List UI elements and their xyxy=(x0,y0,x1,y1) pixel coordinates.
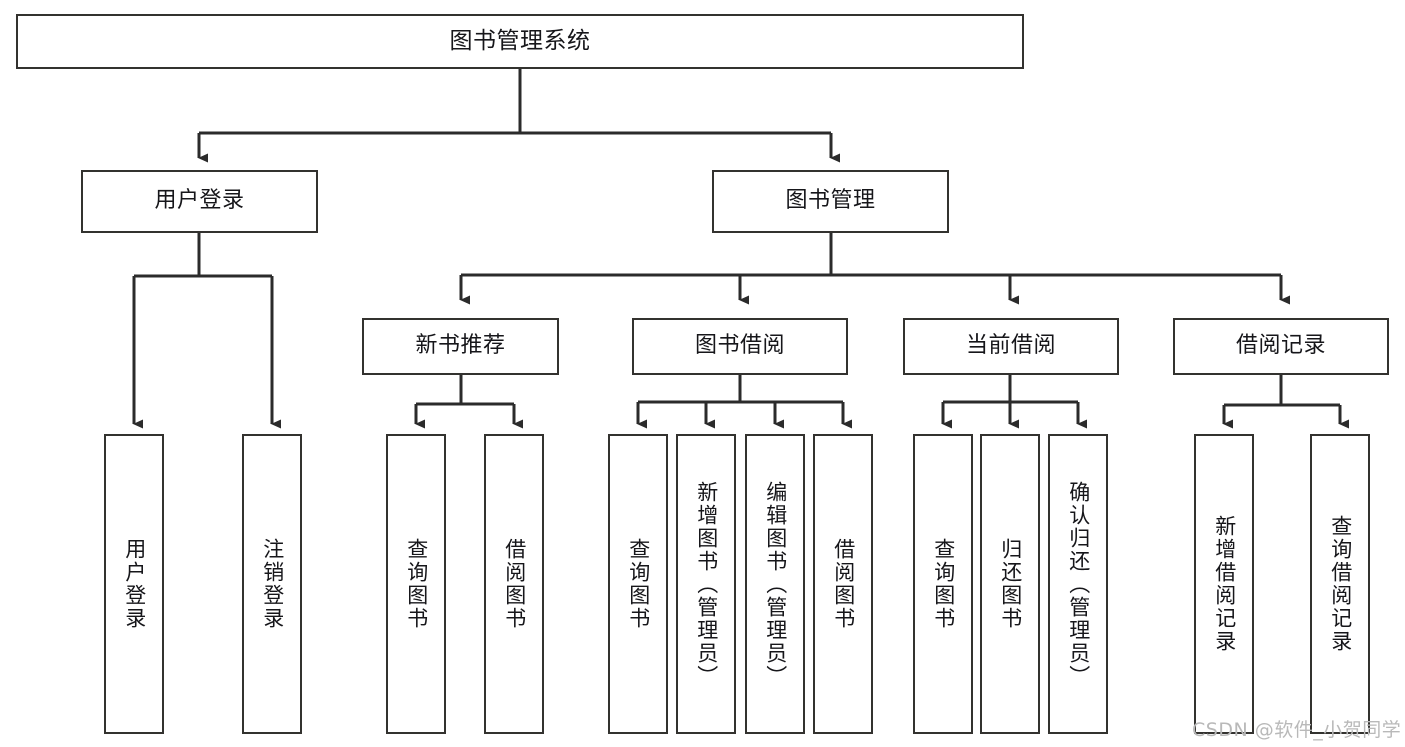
leaf-record-query[interactable]: 查询借阅记录 xyxy=(1310,434,1370,734)
leaf-label: 借阅图书 xyxy=(502,538,527,630)
leaf-borrow-borrow-book[interactable]: 借阅图书 xyxy=(813,434,873,734)
leaf-label: 查询图书 xyxy=(626,538,651,630)
node-new-book-recommend[interactable]: 新书推荐 xyxy=(362,318,559,375)
leaf-label: 查询图书 xyxy=(404,538,429,630)
leaf-record-add[interactable]: 新增借阅记录 xyxy=(1194,434,1254,734)
leaf-label: 查询借阅记录 xyxy=(1328,515,1353,653)
node-book-manage[interactable]: 图书管理 xyxy=(712,170,949,233)
leaf-borrow-edit-book[interactable]: 编辑图书（管理员） xyxy=(745,434,805,734)
leaf-borrow-add-book[interactable]: 新增图书（管理员） xyxy=(676,434,736,734)
leaf-user-login-signout[interactable]: 注销登录 xyxy=(242,434,302,734)
leaf-borrow-query-book[interactable]: 查询图书 xyxy=(608,434,668,734)
leaf-label: 编辑图书（管理员） xyxy=(763,480,788,688)
leaf-current-confirm-return[interactable]: 确认归还（管理员） xyxy=(1048,434,1108,734)
leaf-new-book-query[interactable]: 查询图书 xyxy=(386,434,446,734)
leaf-label: 归还图书 xyxy=(998,538,1023,630)
leaf-label: 用户登录 xyxy=(122,538,147,630)
leaf-label: 新增借阅记录 xyxy=(1212,515,1237,653)
leaf-label: 新增图书（管理员） xyxy=(694,480,719,688)
leaf-label: 确认归还（管理员） xyxy=(1066,480,1091,688)
node-book-borrow[interactable]: 图书借阅 xyxy=(632,318,848,375)
leaf-label: 注销登录 xyxy=(260,538,285,630)
csdn-watermark: CSDN @软件_小贺同学 xyxy=(1192,719,1402,741)
leaf-current-query-book[interactable]: 查询图书 xyxy=(913,434,973,734)
node-borrow-record[interactable]: 借阅记录 xyxy=(1173,318,1389,375)
leaf-user-login-signin[interactable]: 用户登录 xyxy=(104,434,164,734)
node-current-borrow[interactable]: 当前借阅 xyxy=(903,318,1119,375)
leaf-label: 查询图书 xyxy=(931,538,956,630)
node-user-login[interactable]: 用户登录 xyxy=(81,170,318,233)
node-root-system[interactable]: 图书管理系统 xyxy=(16,14,1024,69)
leaf-current-return-book[interactable]: 归还图书 xyxy=(980,434,1040,734)
leaf-new-book-borrow[interactable]: 借阅图书 xyxy=(484,434,544,734)
leaf-label: 借阅图书 xyxy=(831,538,856,630)
